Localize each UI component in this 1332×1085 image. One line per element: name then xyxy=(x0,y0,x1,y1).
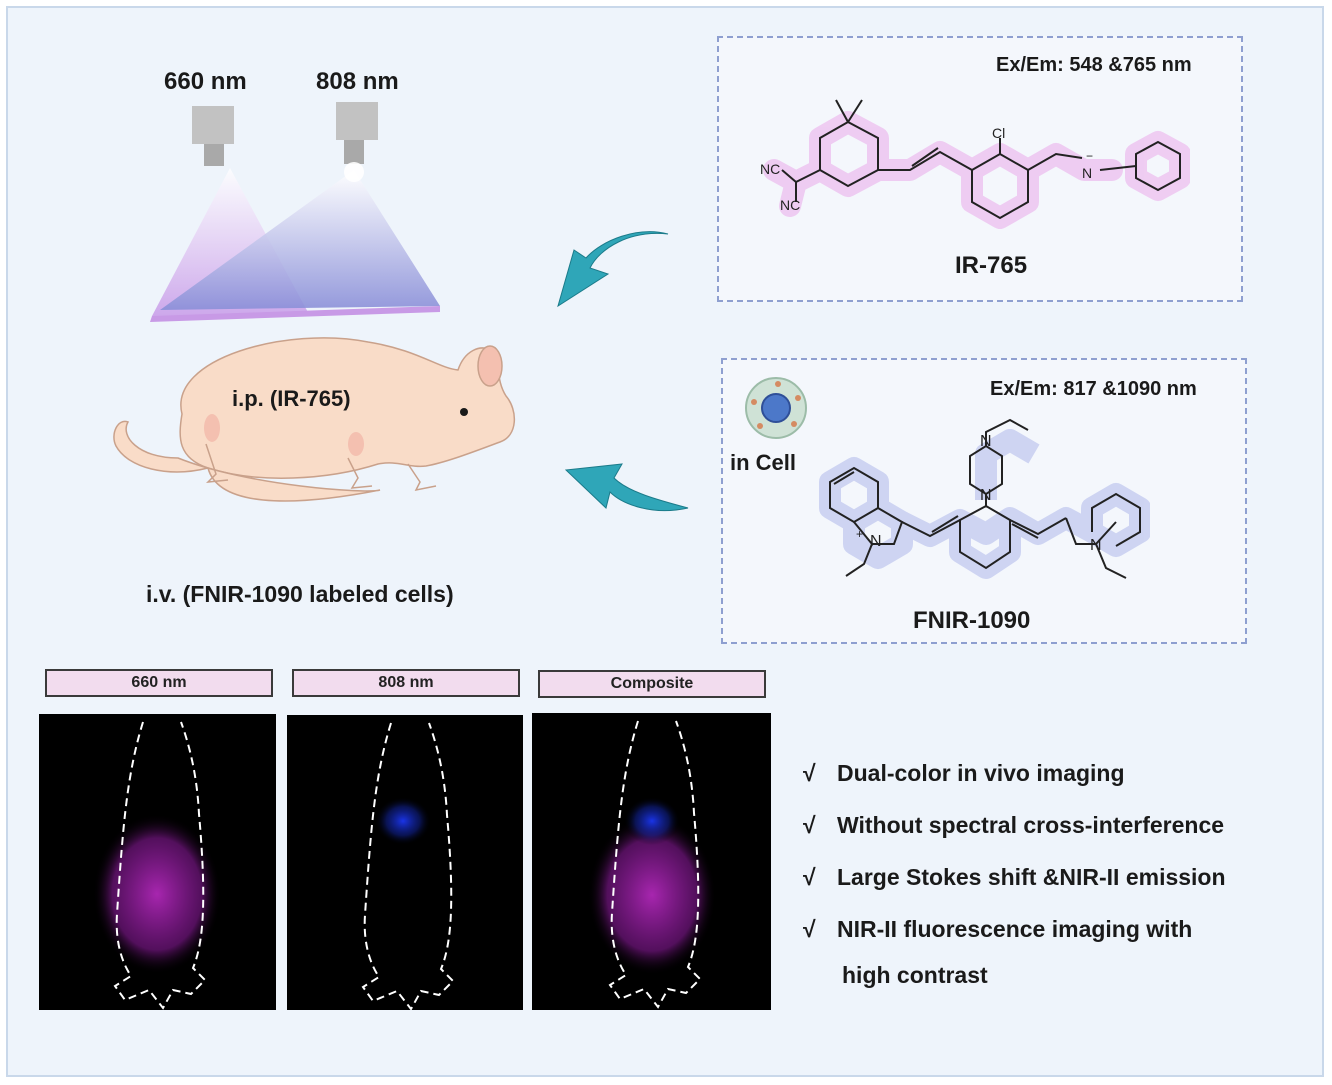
check-icon: √ xyxy=(803,760,816,786)
fnir-name: FNIR-1090 xyxy=(913,607,1031,634)
composite-blue-signal xyxy=(624,797,680,845)
image-660 xyxy=(39,714,276,1010)
feature-item: √ NIR-II fluorescence imaging with xyxy=(803,916,1192,943)
fnir-exem: Ex/Em: 817 &1090 nm xyxy=(990,378,1197,400)
ir765-exem: Ex/Em: 548 &765 nm xyxy=(996,54,1192,76)
fnir-charge: + xyxy=(856,527,863,541)
laser-808-device xyxy=(336,102,378,164)
fnir-n-bottom: N xyxy=(980,487,992,504)
mouse-illustration xyxy=(113,337,515,502)
feature-item: √ Dual-color in vivo imaging xyxy=(803,760,1125,787)
fnir-n-left: N xyxy=(870,533,882,550)
check-icon: √ xyxy=(803,812,816,838)
laser-illustration xyxy=(150,102,440,322)
feature-text: Without spectral cross-interference xyxy=(837,812,1225,838)
check-icon: √ xyxy=(803,916,816,942)
beam-808 xyxy=(160,170,440,310)
laser-660-device xyxy=(192,106,234,166)
feature-item: √ Large Stokes shift &NIR-II emission xyxy=(803,864,1226,891)
ip-label: i.p. (IR-765) xyxy=(232,386,351,411)
arrow-ir765-to-mouse xyxy=(557,231,669,308)
feature-text: NIR-II fluorescence imaging with xyxy=(837,916,1193,942)
feature-continuation: high contrast xyxy=(842,962,988,988)
image-label-808: 808 nm xyxy=(292,669,520,697)
ir765-name: IR-765 xyxy=(955,252,1028,279)
image-808 xyxy=(287,715,523,1010)
fnir-structure: N + N N N xyxy=(819,418,1150,579)
feature-text: Large Stokes shift &NIR-II emission xyxy=(837,864,1226,890)
fnir-n-right: N xyxy=(1090,537,1102,554)
cell-icon xyxy=(745,377,807,439)
ir765-nc-bottom: NC xyxy=(780,197,800,213)
laser-808-label: 808 nm xyxy=(316,68,399,95)
fnir-n-top: N xyxy=(980,433,992,450)
ir765-n-atom: N xyxy=(1082,165,1092,181)
arrow-fnir-to-mouse xyxy=(564,463,689,512)
magenta-signal xyxy=(93,814,221,974)
check-icon: √ xyxy=(803,864,816,890)
ir765-cl-atom: Cl xyxy=(992,125,1005,141)
composite-magenta-signal xyxy=(588,815,716,975)
fnir-box xyxy=(721,358,1247,644)
image-composite xyxy=(532,713,771,1010)
laser-660-label: 660 nm xyxy=(164,68,247,95)
cell-label: in Cell xyxy=(730,450,797,475)
image-label-660: 660 nm xyxy=(45,669,273,697)
iv-label: i.v. (FNIR-1090 labeled cells) xyxy=(146,581,454,607)
ir765-structure: Cl NC NC N − xyxy=(760,99,1190,229)
image-label-composite: Composite xyxy=(538,670,766,698)
feature-item: √ Without spectral cross-interference xyxy=(803,812,1224,839)
ir765-box xyxy=(717,36,1243,302)
ir765-nc-top: NC xyxy=(760,161,780,177)
blue-signal xyxy=(375,797,431,845)
feature-text: Dual-color in vivo imaging xyxy=(837,760,1125,786)
ir765-charge: − xyxy=(1086,149,1093,163)
